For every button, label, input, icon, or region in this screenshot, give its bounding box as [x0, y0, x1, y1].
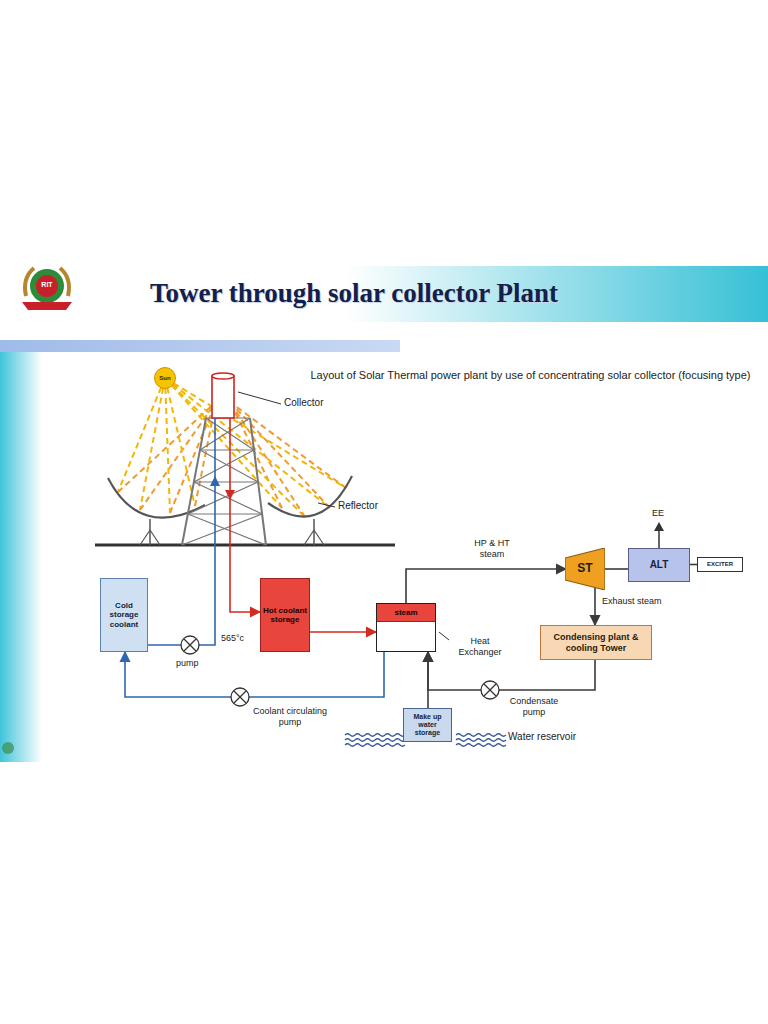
- node-text: steam: [394, 608, 417, 617]
- left-strip: [0, 352, 42, 762]
- part-label: Water reservoir: [508, 731, 576, 743]
- node-text: Make up water storage: [406, 713, 449, 737]
- pump-symbol: [181, 636, 199, 654]
- pump-symbol: [481, 681, 499, 699]
- pipe-connector: [125, 652, 384, 697]
- pipe-connector: [310, 632, 376, 633]
- pipe-segment: [690, 564, 697, 566]
- part-label: Condensate pump: [506, 696, 562, 718]
- output-label: EE: [652, 508, 664, 519]
- exciter-box: EXCITER: [697, 557, 743, 572]
- pipe-segment: [605, 568, 628, 570]
- part-label: Coolant circulating pump: [250, 706, 330, 728]
- pipe-segment: [310, 631, 376, 633]
- part-label: Reflector: [338, 500, 378, 512]
- node-text: EXCITER: [707, 561, 733, 568]
- pipe-connector: [406, 569, 566, 603]
- storage-tank: Hot coolant storage: [260, 578, 310, 652]
- logo-text: RIT: [37, 281, 57, 289]
- logo: [22, 268, 72, 310]
- edge-label: HP & HT steam: [461, 538, 523, 560]
- pipe-segment: [148, 418, 215, 645]
- webex-icon: [2, 742, 14, 754]
- tower-lattice: [182, 418, 266, 545]
- ee-arrow: [654, 522, 664, 548]
- blue-bar: [0, 340, 400, 352]
- pipe-connector: [428, 652, 429, 708]
- node-text: ST: [577, 562, 592, 576]
- node-text: Cold storage coolant: [103, 601, 145, 629]
- diagram-subtitle: Layout of Solar Thermal power plant by u…: [308, 369, 753, 382]
- pipe-connector: [605, 569, 628, 570]
- edge-label: Exhaust steam: [602, 596, 662, 607]
- part-label: Heat Exchanger: [451, 636, 509, 658]
- part-label: Collector: [284, 397, 323, 409]
- node-text: Hot coolant storage: [263, 606, 307, 624]
- pipe-segment: [406, 569, 566, 603]
- storage-tank: Cold storage coolant: [100, 578, 148, 652]
- pipe-segment: [230, 418, 260, 612]
- pipe-segment: [125, 652, 384, 697]
- title-band: [0, 266, 768, 322]
- collector-receiver: [212, 373, 234, 418]
- pump-symbol: [231, 688, 249, 706]
- condenser-box: Condensing plant & cooling Tower: [540, 625, 652, 660]
- sun-circle: Sun: [154, 367, 176, 389]
- node-text: Condensing plant & cooling Tower: [543, 632, 649, 653]
- pipe-connector: [595, 588, 596, 625]
- part-label: pump: [176, 658, 199, 669]
- steam-turbine: ST: [565, 548, 605, 590]
- pipe-segment: [594, 588, 596, 625]
- makeup-tank: Make up water storage: [403, 708, 452, 742]
- node-text: Sun: [159, 375, 170, 382]
- slide-title: Tower through solar collector Plant: [150, 277, 558, 309]
- steam-band: steam: [377, 604, 435, 622]
- temperature-label: 565°c: [221, 633, 244, 644]
- alternator-box: ALT: [628, 548, 690, 582]
- pipe-segment: [427, 652, 429, 708]
- pipe-connector: [148, 418, 260, 645]
- heat-exchanger: steam: [376, 603, 436, 652]
- pipe-connector: [690, 564, 697, 565]
- node-text: ALT: [650, 559, 669, 571]
